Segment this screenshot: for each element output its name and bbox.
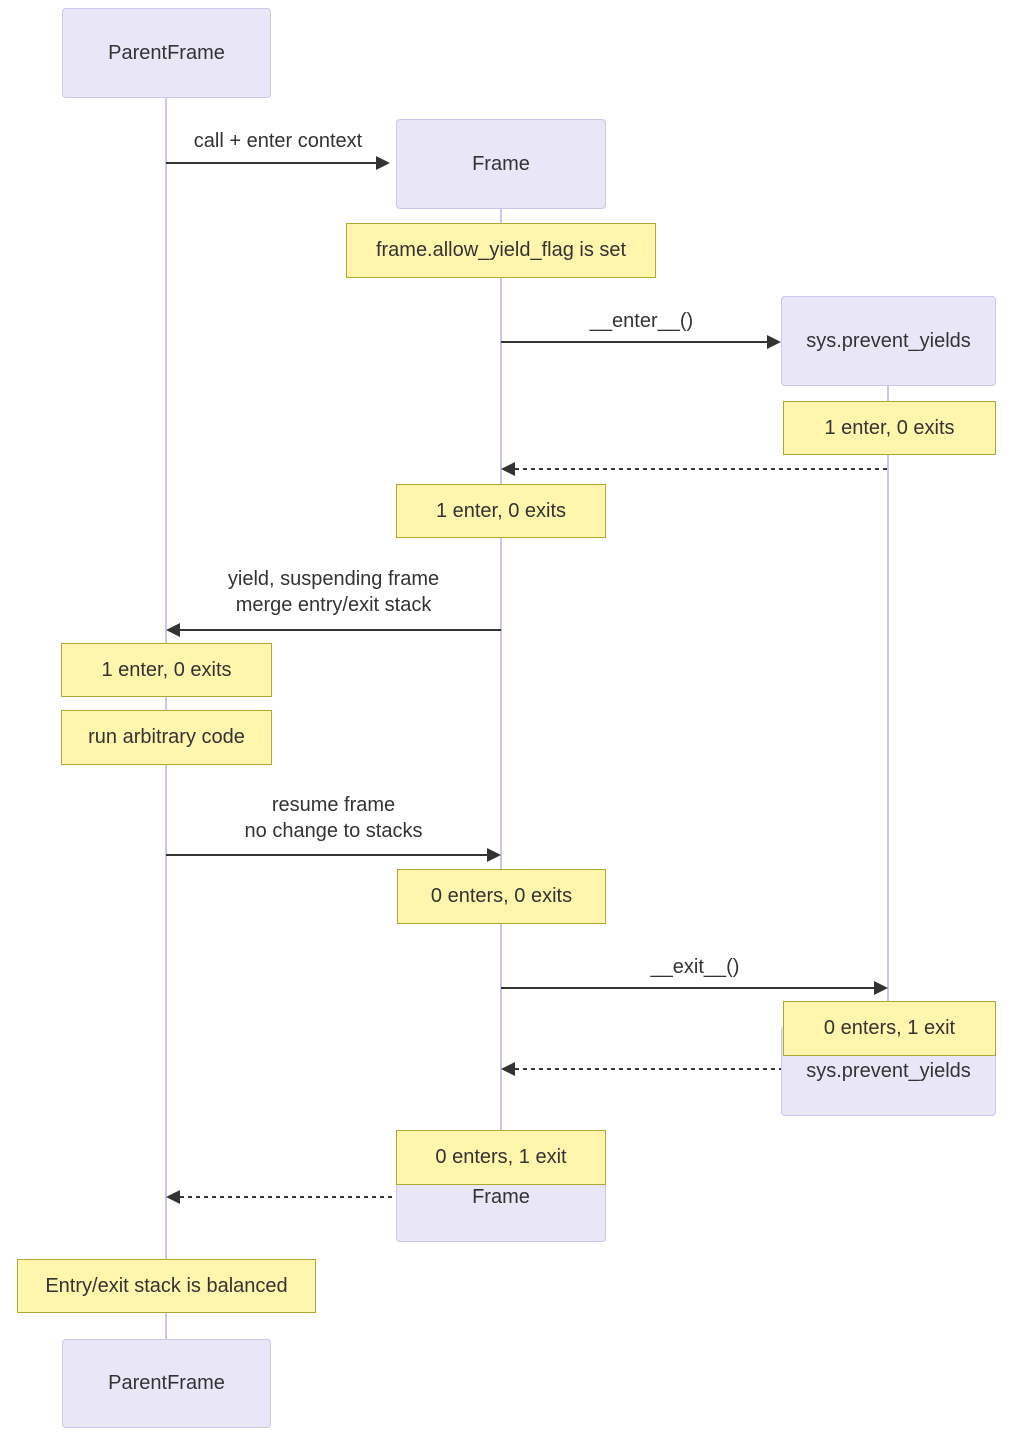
note-text: Entry/exit stack is balanced xyxy=(45,1274,288,1297)
arrowhead-icon xyxy=(874,981,888,995)
lifeline-frame xyxy=(500,209,502,1204)
note-frame-after-exit: 0 enters, 1 exit xyxy=(396,1130,606,1185)
note-frame-after-enter: 1 enter, 0 exits xyxy=(396,484,606,538)
note-sys-after-exit: 0 enters, 1 exit xyxy=(783,1001,996,1056)
message-label-yield-line1: yield, suspending frame xyxy=(227,568,440,590)
message-label-enter: __enter__() xyxy=(589,310,694,332)
message-label-yield: yield, suspending frame merge entry/exit… xyxy=(166,566,501,618)
participant-frame-top: Frame xyxy=(396,119,606,209)
message-label-resume-line1: resume frame xyxy=(271,794,396,816)
arrowhead-icon xyxy=(501,1062,515,1076)
participant-label: sys.prevent_yields xyxy=(806,1059,971,1082)
note-text: 1 enter, 0 exits xyxy=(101,658,232,681)
participant-label: Frame xyxy=(472,1185,530,1208)
note-text: 0 enters, 1 exit xyxy=(435,1146,567,1168)
participant-parentframe-end: ParentFrame xyxy=(62,1339,271,1428)
note-parent-after-yield: 1 enter, 0 exits xyxy=(61,643,272,697)
message-line-return-after-enter xyxy=(515,468,888,470)
participant-sys-prevent-yields-top: sys.prevent_yields xyxy=(781,296,996,386)
note-text: 0 enters, 0 exits xyxy=(430,885,573,907)
message-label-call-enter-context: call + enter context xyxy=(193,130,363,152)
message-line-call-enter-context xyxy=(166,162,376,164)
participant-label: ParentFrame xyxy=(108,41,225,64)
note-stack-balanced: Entry/exit stack is balanced xyxy=(17,1259,316,1313)
note-text: run arbitrary code xyxy=(88,726,245,748)
message-label-resume: resume frame no change to stacks xyxy=(166,792,501,844)
participant-label: Frame xyxy=(472,152,530,175)
note-text: 0 enters, 1 exit xyxy=(823,1017,956,1039)
note-text: 1 enter, 0 exits xyxy=(435,499,567,522)
note-run-arbitrary-code: run arbitrary code xyxy=(61,710,272,765)
message-line-enter xyxy=(501,341,767,343)
note-sys-after-enter: 1 enter, 0 exits xyxy=(783,401,996,455)
message-line-return-to-parent xyxy=(180,1196,501,1198)
note-text: frame.allow_yield_flag is set xyxy=(375,239,627,261)
message-line-exit xyxy=(501,987,874,989)
arrowhead-icon xyxy=(376,156,390,170)
message-line-yield xyxy=(180,629,501,631)
participant-label: ParentFrame xyxy=(108,1372,225,1394)
message-label-resume-line2: no change to stacks xyxy=(244,820,423,842)
participant-label: sys.prevent_yields xyxy=(806,329,971,352)
note-frame-after-resume: 0 enters, 0 exits xyxy=(397,869,606,924)
message-line-return-after-exit xyxy=(515,1068,888,1070)
arrowhead-icon xyxy=(166,623,180,637)
arrowhead-icon xyxy=(767,335,781,349)
arrowhead-icon xyxy=(501,462,515,476)
lifeline-sys-prevent-yields xyxy=(887,386,889,1076)
arrowhead-icon xyxy=(487,848,501,862)
participant-parentframe-top: ParentFrame xyxy=(62,8,271,98)
message-line-resume xyxy=(166,854,487,856)
arrowhead-icon xyxy=(166,1190,180,1204)
message-label-yield-line2: merge entry/exit stack xyxy=(235,594,432,616)
message-label-exit: __exit__() xyxy=(650,956,740,978)
note-allow-yield-flag: frame.allow_yield_flag is set xyxy=(346,223,656,278)
note-text: 1 enter, 0 exits xyxy=(824,416,955,439)
